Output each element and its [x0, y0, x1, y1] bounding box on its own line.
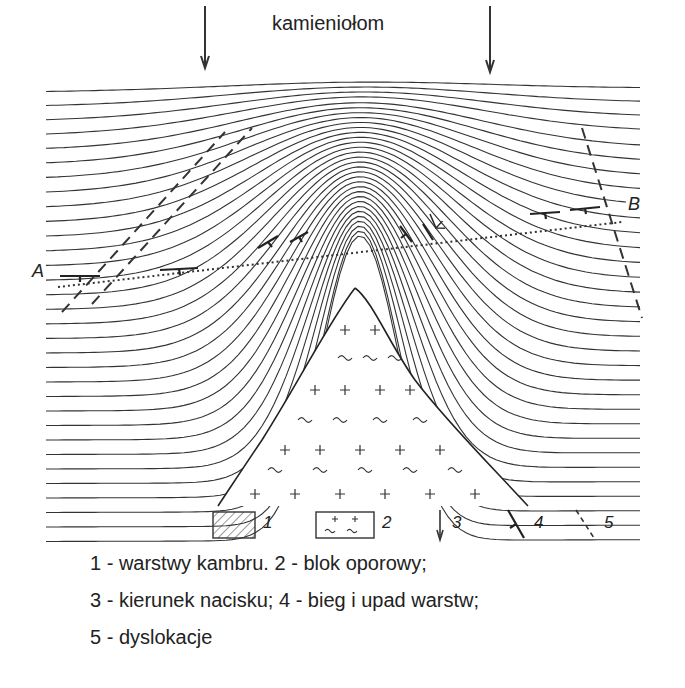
block-outline: [355, 288, 528, 506]
plus-mark: [352, 516, 358, 522]
rock-layer: [46, 132, 640, 236]
legend-number: 2: [382, 514, 391, 533]
rock-layer: [46, 162, 640, 324]
strike-dip-symbol: [430, 214, 436, 228]
legend-number: 4: [534, 514, 543, 533]
legend-swatch-block: [316, 512, 374, 538]
rock-layer: [46, 207, 640, 455]
block-pattern: [250, 325, 480, 499]
plus-mark: [250, 489, 260, 499]
tilde-mark: [373, 418, 387, 423]
plus-mark: [470, 489, 480, 499]
legend-number: 3: [452, 514, 461, 533]
rock-layers: [46, 82, 640, 541]
plus-mark: [395, 445, 405, 455]
legend-number: 5: [604, 514, 613, 533]
rock-layer: [46, 92, 640, 120]
plus-mark: [370, 325, 380, 335]
tilde-mark: [363, 356, 377, 361]
legend-strike-dip: [508, 510, 524, 538]
tilde-mark: [448, 468, 462, 473]
plus-mark: [310, 385, 320, 395]
tilde-mark: [347, 529, 357, 532]
plus-mark: [335, 489, 345, 499]
rock-layer: [46, 142, 640, 265]
pressure-arrow: [486, 60, 494, 72]
section-end-label: A: [30, 262, 46, 282]
plus-mark: [355, 445, 365, 455]
rock-layer: [46, 236, 640, 541]
rock-layer: [46, 87, 640, 106]
plus-mark: [340, 385, 350, 395]
plus-mark: [290, 489, 300, 499]
tilde-mark: [338, 356, 352, 361]
tilde-mark: [333, 418, 347, 423]
legend-arrow: [439, 510, 441, 538]
quarry-label: kamieniołom: [272, 12, 384, 34]
rock-layer: [46, 226, 640, 512]
plus-mark: [375, 385, 385, 395]
plus-mark: [435, 445, 445, 455]
rock-layer: [46, 152, 640, 295]
rock-layer: [46, 167, 640, 339]
dislocation: [62, 128, 642, 318]
plus-mark: [425, 489, 435, 499]
rock-layer: [46, 123, 640, 207]
rock-layer: [46, 128, 640, 222]
rock-layer: [46, 202, 640, 441]
section-line: [58, 222, 622, 287]
legend-block-pattern: [325, 516, 358, 533]
rock-layer: [46, 231, 640, 527]
tilde-mark: [413, 418, 427, 423]
section-end-label: B: [626, 195, 642, 215]
plus-mark: [332, 516, 338, 522]
plus-mark: [380, 489, 390, 499]
legend-number: 1: [263, 514, 272, 533]
tilde-mark: [268, 468, 282, 473]
block-outline: [218, 288, 355, 506]
tilde-mark: [388, 356, 402, 361]
plus-mark: [405, 385, 415, 395]
plus-mark: [315, 445, 325, 455]
tilde-mark: [298, 418, 312, 423]
legend-dislocation: [576, 510, 594, 538]
plus-mark: [280, 445, 290, 455]
plus-mark: [340, 325, 350, 335]
tilde-mark: [313, 468, 327, 473]
pressure-arrow: [204, 6, 206, 66]
pressure-arrow: [489, 6, 491, 70]
rock-layer: [46, 113, 640, 178]
rock-layer: [46, 103, 640, 149]
strike-dip-symbol: [60, 207, 600, 282]
tilde-mark: [325, 529, 335, 532]
legend-text: 3 - kierunek nacisku; 4 - bieg i upad wa…: [90, 589, 479, 611]
legend-text: 5 - dyslokacje: [90, 626, 212, 648]
tilde-mark: [358, 468, 372, 473]
tilde-mark: [403, 468, 417, 473]
legend-swatch-cambrian: [213, 512, 255, 538]
legend-text: 1 - warstwy kambru. 2 - blok oporowy;: [90, 552, 427, 574]
legend-arrow: [437, 530, 443, 540]
pressure-arrow: [201, 56, 209, 68]
